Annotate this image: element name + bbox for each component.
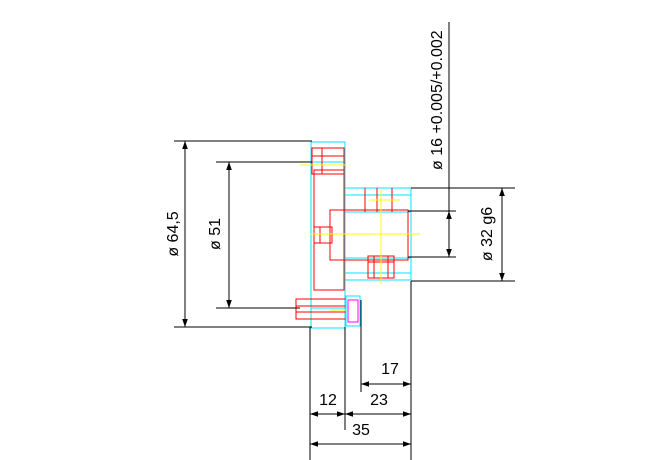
label-dia-16-tolerance: ø 16 +0.005/+0.002: [429, 30, 446, 170]
label-dia-51: ø 51: [207, 218, 224, 250]
mounting-bolt: [295, 295, 361, 327]
label-dia-64-5: ø 64,5: [165, 211, 182, 256]
dimension-labels: ø 64,5 ø 51 ø 16 +0.005/+0.002 ø 32 g6 1…: [165, 30, 496, 439]
set-screw-left: [313, 226, 333, 244]
label-len-23: 23: [370, 392, 388, 409]
extension-lines: [174, 140, 515, 460]
part-geometry: [295, 141, 420, 329]
dimension-lines: [182, 22, 505, 447]
flange-detail: [311, 147, 345, 291]
label-len-17: 17: [381, 361, 399, 378]
label-dia-32-g6: ø 32 g6: [479, 207, 496, 261]
label-len-12: 12: [319, 392, 337, 409]
hub-internals: [329, 188, 409, 279]
center-lines: [300, 164, 420, 311]
label-len-35: 35: [352, 422, 370, 439]
